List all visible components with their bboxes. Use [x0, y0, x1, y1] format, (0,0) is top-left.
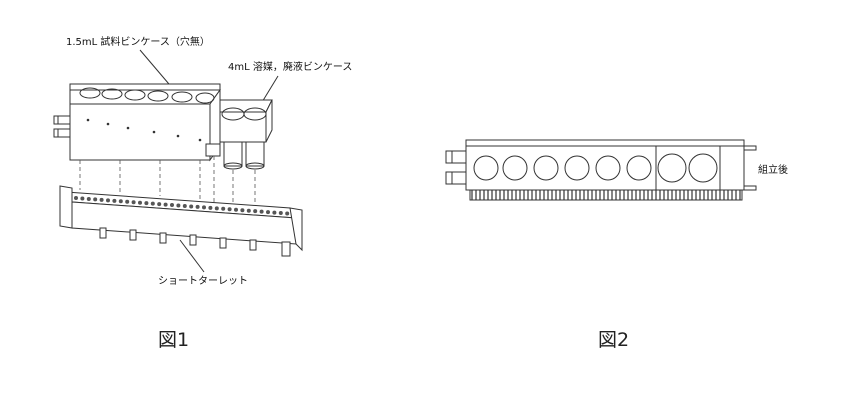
pipe-fittings-fig1: [53, 115, 73, 138]
turret-tooth: [227, 207, 232, 212]
turret-tooth: [253, 209, 258, 214]
turret-tooth: [208, 205, 213, 210]
turret-tooth: [163, 202, 168, 207]
caption-figure1: 図1: [158, 329, 189, 351]
figure2-drawing: 組立後 図2: [445, 139, 788, 351]
label-assembled: 組立後: [758, 163, 788, 176]
turret-tooth: [157, 202, 162, 207]
figure1-drawing: 1.5mL 試料ビンケース（穴無） 4mL 溶媒，廃液ビンケース: [53, 35, 352, 351]
turret-tooth: [285, 211, 290, 216]
turret-tooth: [214, 206, 219, 211]
turret-tooth: [170, 203, 174, 208]
turret-tooth: [99, 197, 104, 202]
turret-tooth: [246, 208, 251, 213]
turret-tooth: [80, 196, 85, 201]
turret-tooth: [74, 196, 78, 200]
turret-tooth: [86, 196, 91, 201]
label-solvent-case: 4mL 溶媒，廃液ビンケース: [228, 60, 352, 73]
turret-tooth: [202, 205, 206, 210]
turret-tooth: [150, 201, 155, 206]
label-sample-case: 1.5mL 試料ビンケース（穴無）: [66, 35, 210, 48]
solvent-vial-case: [205, 99, 273, 170]
turret-tooth: [195, 204, 200, 209]
turret-tooth: [221, 206, 226, 211]
turret-tooth: [182, 203, 187, 208]
turret-tooth: [266, 210, 270, 215]
turret-tooth: [138, 200, 142, 205]
turret-tooth: [112, 198, 117, 203]
turret-tooth: [125, 199, 130, 204]
leader-turret: [179, 239, 205, 273]
turret-tooth: [118, 199, 123, 204]
turret-tooth: [189, 204, 194, 209]
turret-tooth: [240, 208, 245, 213]
turret-tooth: [131, 200, 136, 205]
sample-vial-case: [69, 83, 221, 162]
label-turret: ショートターレット: [158, 275, 248, 287]
sample-vial-holes: [473, 155, 652, 181]
solvent-section: [655, 145, 721, 191]
alignment-lines: [79, 156, 256, 210]
turret-tooth: [176, 203, 181, 208]
solvent-vial-holes: [657, 153, 718, 183]
short-turret: [59, 185, 303, 257]
turret-tooth: [278, 211, 283, 216]
turret-tooth: [259, 209, 264, 214]
turret-tooth: [144, 201, 149, 206]
right-bracket: [719, 145, 757, 191]
turret-tooth: [93, 197, 98, 202]
turret-tooth: [272, 210, 277, 215]
turret-tooth: [234, 207, 238, 212]
pipe-fittings-fig2: [445, 150, 467, 185]
turret-strip: [469, 189, 743, 201]
caption-figure2: 図2: [598, 329, 629, 351]
turret-tooth: [106, 198, 110, 203]
